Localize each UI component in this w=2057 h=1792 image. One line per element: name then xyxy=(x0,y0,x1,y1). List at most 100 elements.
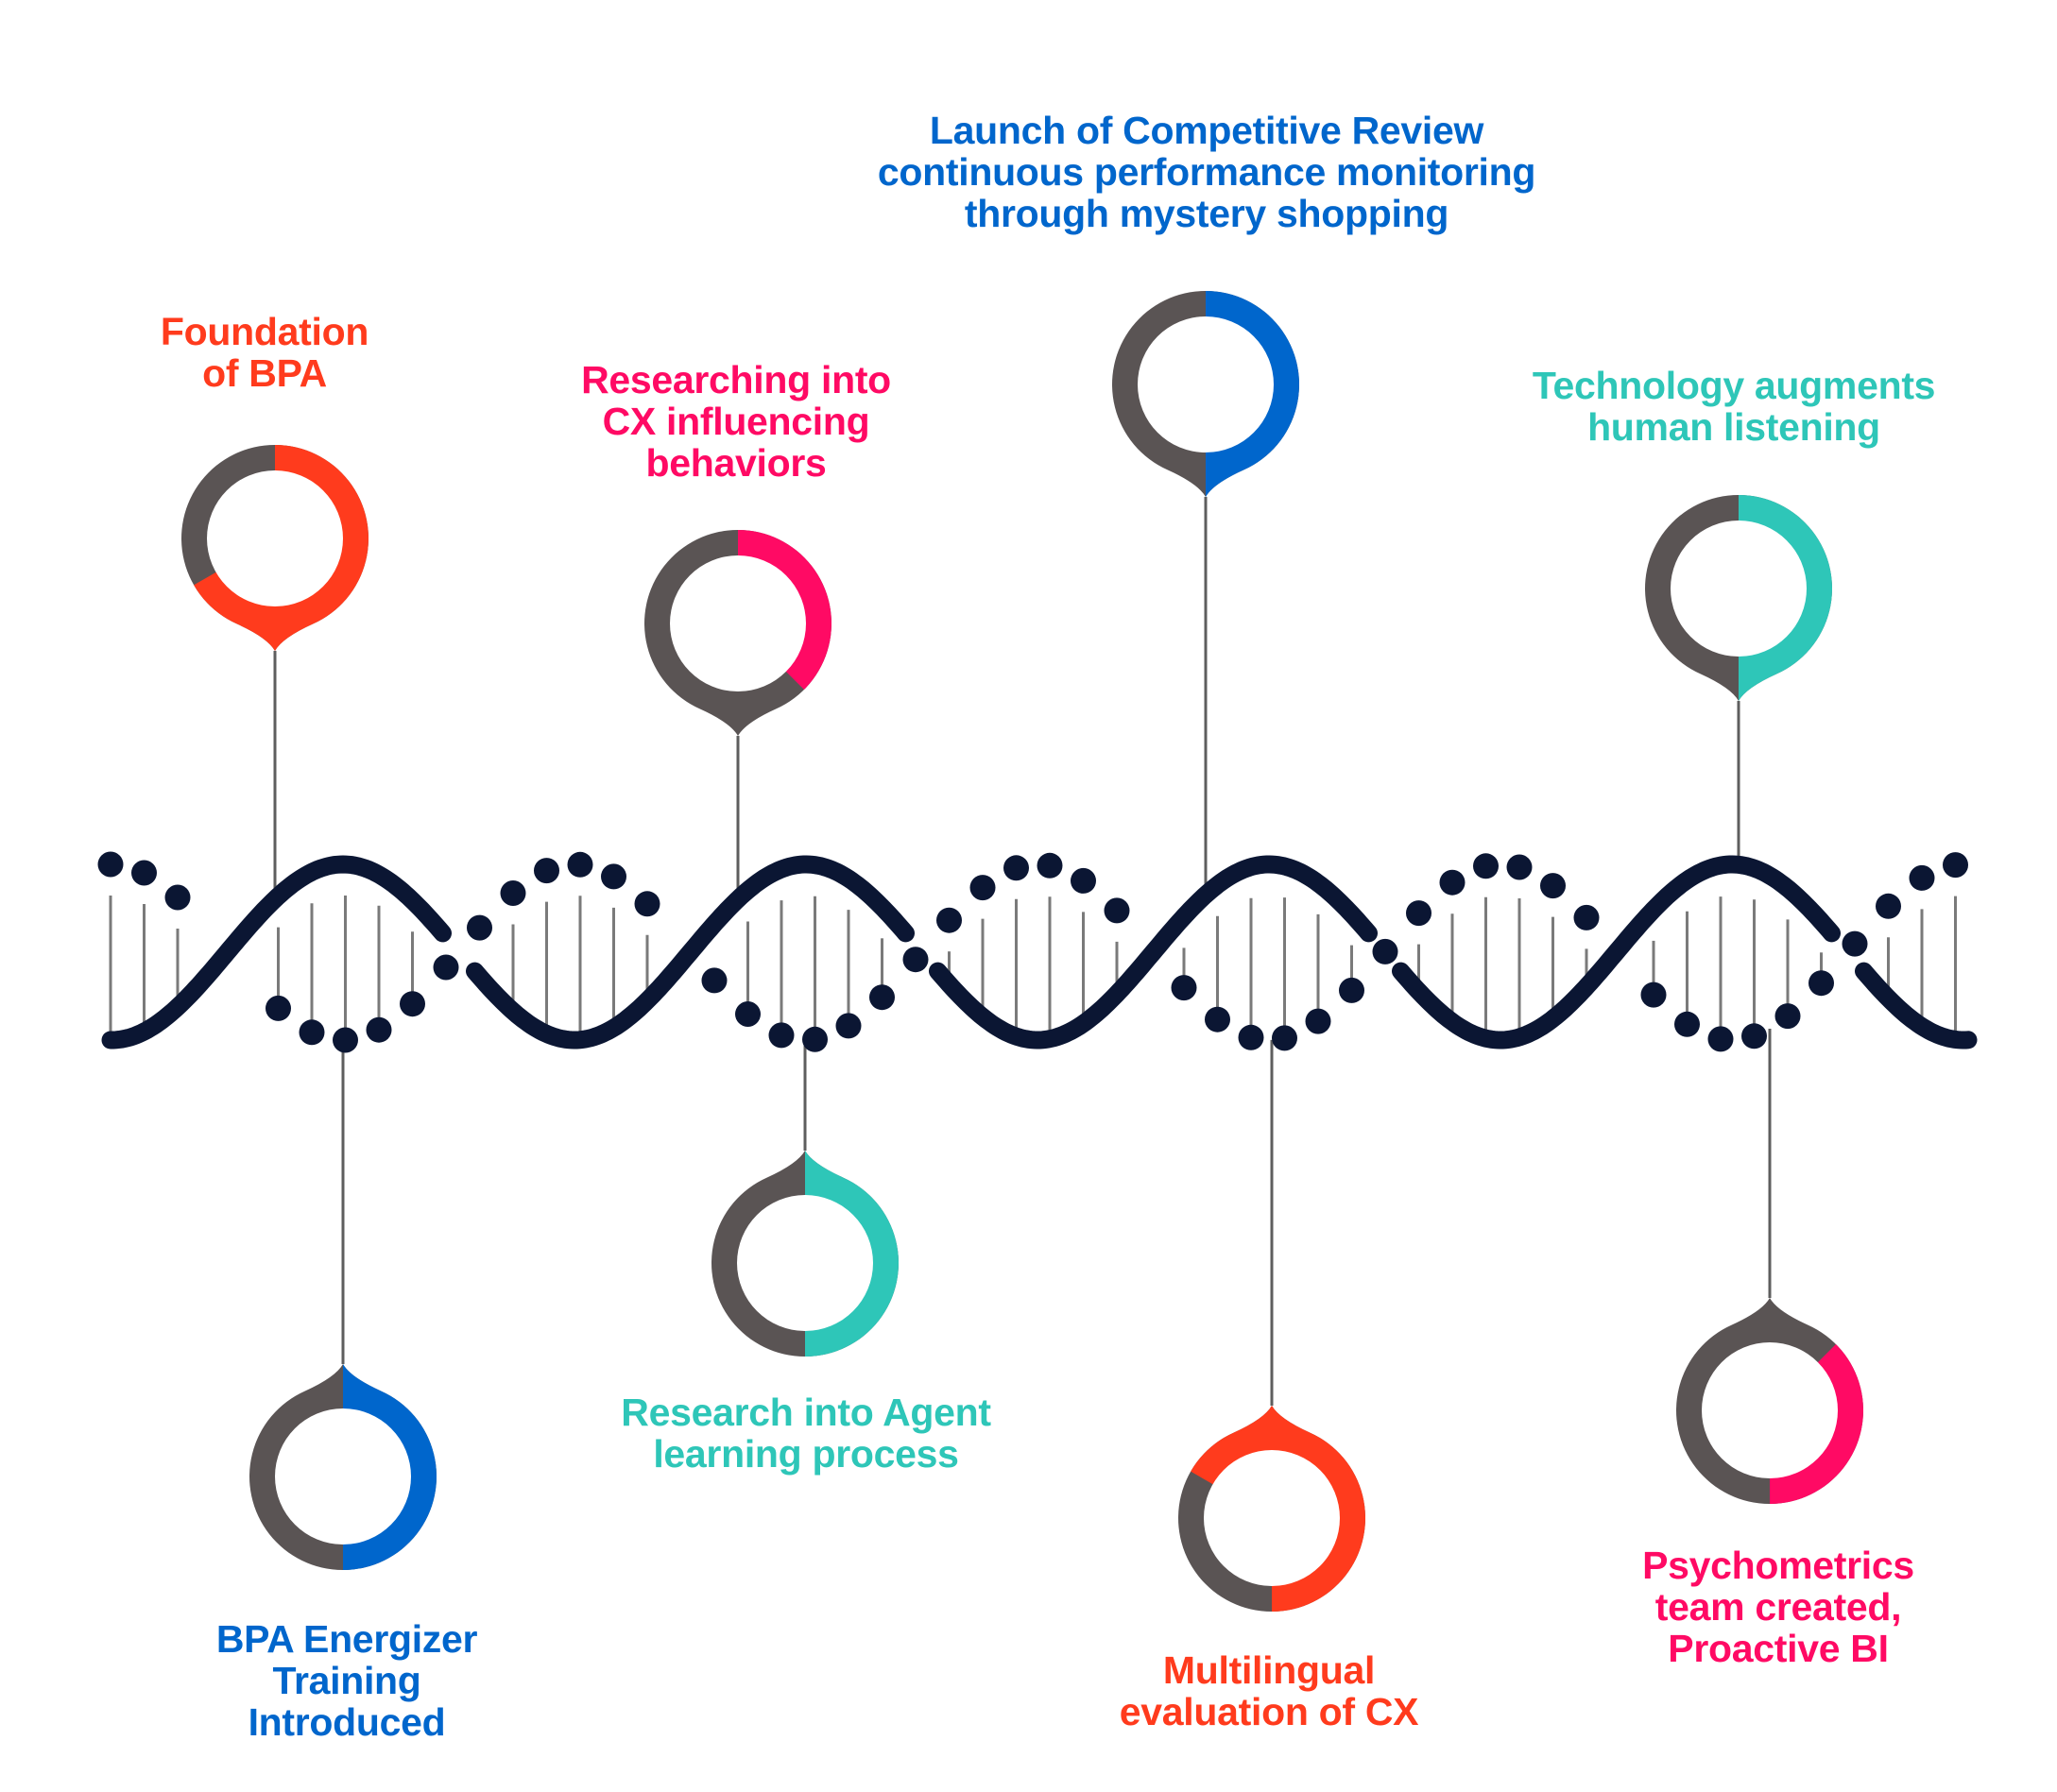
dna-dot xyxy=(366,1016,392,1043)
milestone-marker-psychometrics-team xyxy=(1676,1298,1864,1505)
dna-dot xyxy=(1741,1023,1767,1050)
milestone-label-foundation-of-bpa: Foundation of BPA xyxy=(161,311,369,394)
marker-ring-hole xyxy=(737,1195,873,1331)
milestone-label-multilingual-evaluation: Multilingual evaluation of CX xyxy=(1119,1648,1419,1733)
marker-ring-hole xyxy=(275,1408,411,1545)
milestone-marker-research-agent-learning xyxy=(711,1151,899,1357)
label-line: Launch of Competitive Review xyxy=(929,109,1484,152)
milestone-marker-technology-augments-listening xyxy=(1645,495,1833,701)
milestone-label-technology-augments-listening: Technology augments human listening xyxy=(1532,364,1936,449)
dna-dot xyxy=(1372,938,1398,964)
dna-dot xyxy=(266,995,291,1021)
milestone-marker-multilingual-evaluation xyxy=(1178,1406,1365,1613)
marker-ring-hole xyxy=(1671,521,1807,657)
label-line: evaluation of CX xyxy=(1119,1690,1419,1733)
dna-dot xyxy=(534,858,559,884)
dna-dot xyxy=(601,863,626,890)
dna-dot xyxy=(1808,970,1834,997)
label-line: team created, xyxy=(1654,1585,1902,1629)
dna-dot xyxy=(1943,852,1968,879)
milestone-markers xyxy=(181,290,1864,1613)
marker-ring-hole xyxy=(207,470,343,606)
dna-dot xyxy=(1909,864,1935,891)
dna-dot xyxy=(835,1013,862,1039)
dna-strand-segment xyxy=(466,855,915,1050)
dna-dot xyxy=(1774,1003,1801,1030)
dna-dot xyxy=(500,880,526,906)
milestone-label-researching-cx-behaviors: Researching into CX influencing behavior… xyxy=(581,359,891,484)
dna-dotted-strand xyxy=(97,851,1968,1053)
dna-dot xyxy=(1674,1011,1700,1037)
dna-dot xyxy=(97,851,124,878)
milestone-marker-competitive-review-launch xyxy=(1112,290,1299,497)
label-line: Multilingual xyxy=(1162,1648,1376,1692)
milestone-label-bpa-energizer-training: BPA Energizer Training Introduced xyxy=(215,1617,478,1743)
dna-dot xyxy=(1171,975,1197,1001)
label-line: CX influencing xyxy=(602,400,870,443)
dna-dot xyxy=(802,1026,828,1052)
dna-dot xyxy=(299,1019,325,1046)
milestone-label-research-agent-learning: Research into Agent learning process xyxy=(621,1391,991,1476)
dna-dot xyxy=(433,954,459,981)
dna-strand-segment xyxy=(1392,855,1841,1050)
dna-dot xyxy=(634,891,660,917)
label-line: learning process xyxy=(653,1432,959,1476)
label-line: Psychometrics xyxy=(1642,1544,1914,1587)
dna-dot xyxy=(1238,1024,1264,1050)
label-line: of BPA xyxy=(202,351,327,395)
milestone-marker-researching-cx-behaviors xyxy=(643,530,831,736)
dna-rungs xyxy=(109,896,1957,1040)
milestone-marker-foundation-of-bpa xyxy=(181,445,369,651)
marker-ring-hole xyxy=(1702,1342,1838,1478)
dna-dot xyxy=(1037,852,1063,879)
dna-dot xyxy=(1573,904,1600,930)
label-line: human listening xyxy=(1587,405,1880,449)
dna-dot xyxy=(467,914,492,941)
dna-dot xyxy=(1003,855,1029,881)
milestone-label-psychometrics-team: Psychometrics team created, Proactive BI xyxy=(1642,1545,1914,1669)
dna-dot xyxy=(902,947,929,973)
milestone-stems xyxy=(273,497,1772,1406)
dna-dot xyxy=(869,984,895,1011)
label-line: continuous performance monitoring xyxy=(877,150,1536,194)
dna-dot xyxy=(400,991,425,1017)
dna-dot xyxy=(131,860,157,886)
marker-ring-hole xyxy=(1204,1450,1340,1586)
dna-dot xyxy=(1272,1025,1297,1051)
dna-dot xyxy=(969,875,996,901)
dna-dot xyxy=(1104,897,1130,924)
dna-dot xyxy=(1305,1008,1331,1034)
marker-ring-hole xyxy=(1138,316,1274,452)
dna-dot xyxy=(1205,1006,1230,1033)
dna-dot xyxy=(701,967,728,994)
dna-strand-segment xyxy=(1855,962,1978,1050)
dna-dot xyxy=(1439,869,1466,896)
dna-dot xyxy=(1842,930,1868,957)
milestone-label-competitive-review-launch: Launch of Competitive Review continuous … xyxy=(877,109,1536,235)
dna-strand-segment xyxy=(101,855,452,1050)
label-line: BPA Energizer xyxy=(215,1617,478,1661)
dna-dot xyxy=(936,907,962,933)
milestone-marker-bpa-energizer-training xyxy=(249,1364,437,1571)
label-line: Researching into xyxy=(581,358,891,401)
dna-solid-strand xyxy=(101,855,1978,1050)
dna-dot xyxy=(1540,873,1566,899)
dna-dot xyxy=(1707,1026,1734,1052)
label-line: Proactive BI xyxy=(1668,1627,1889,1670)
label-line: Training xyxy=(272,1659,421,1702)
dna-dot xyxy=(1876,893,1901,919)
label-line: behaviors xyxy=(645,441,827,485)
dna-dot xyxy=(1406,900,1431,927)
dna-dot xyxy=(1640,981,1667,1008)
label-line: Foundation xyxy=(160,310,369,353)
dna-dot xyxy=(1506,854,1533,880)
dna-strand-segment xyxy=(929,855,1378,1050)
dna-dot xyxy=(567,851,593,878)
dna-dot xyxy=(333,1027,358,1053)
label-line: Technology augments xyxy=(1532,364,1936,407)
label-line: Research into Agent xyxy=(621,1391,991,1434)
dna-dot xyxy=(1071,867,1096,894)
label-line: through mystery shopping xyxy=(964,192,1449,235)
dna-dot xyxy=(735,1001,761,1027)
dna-dot xyxy=(164,884,191,911)
